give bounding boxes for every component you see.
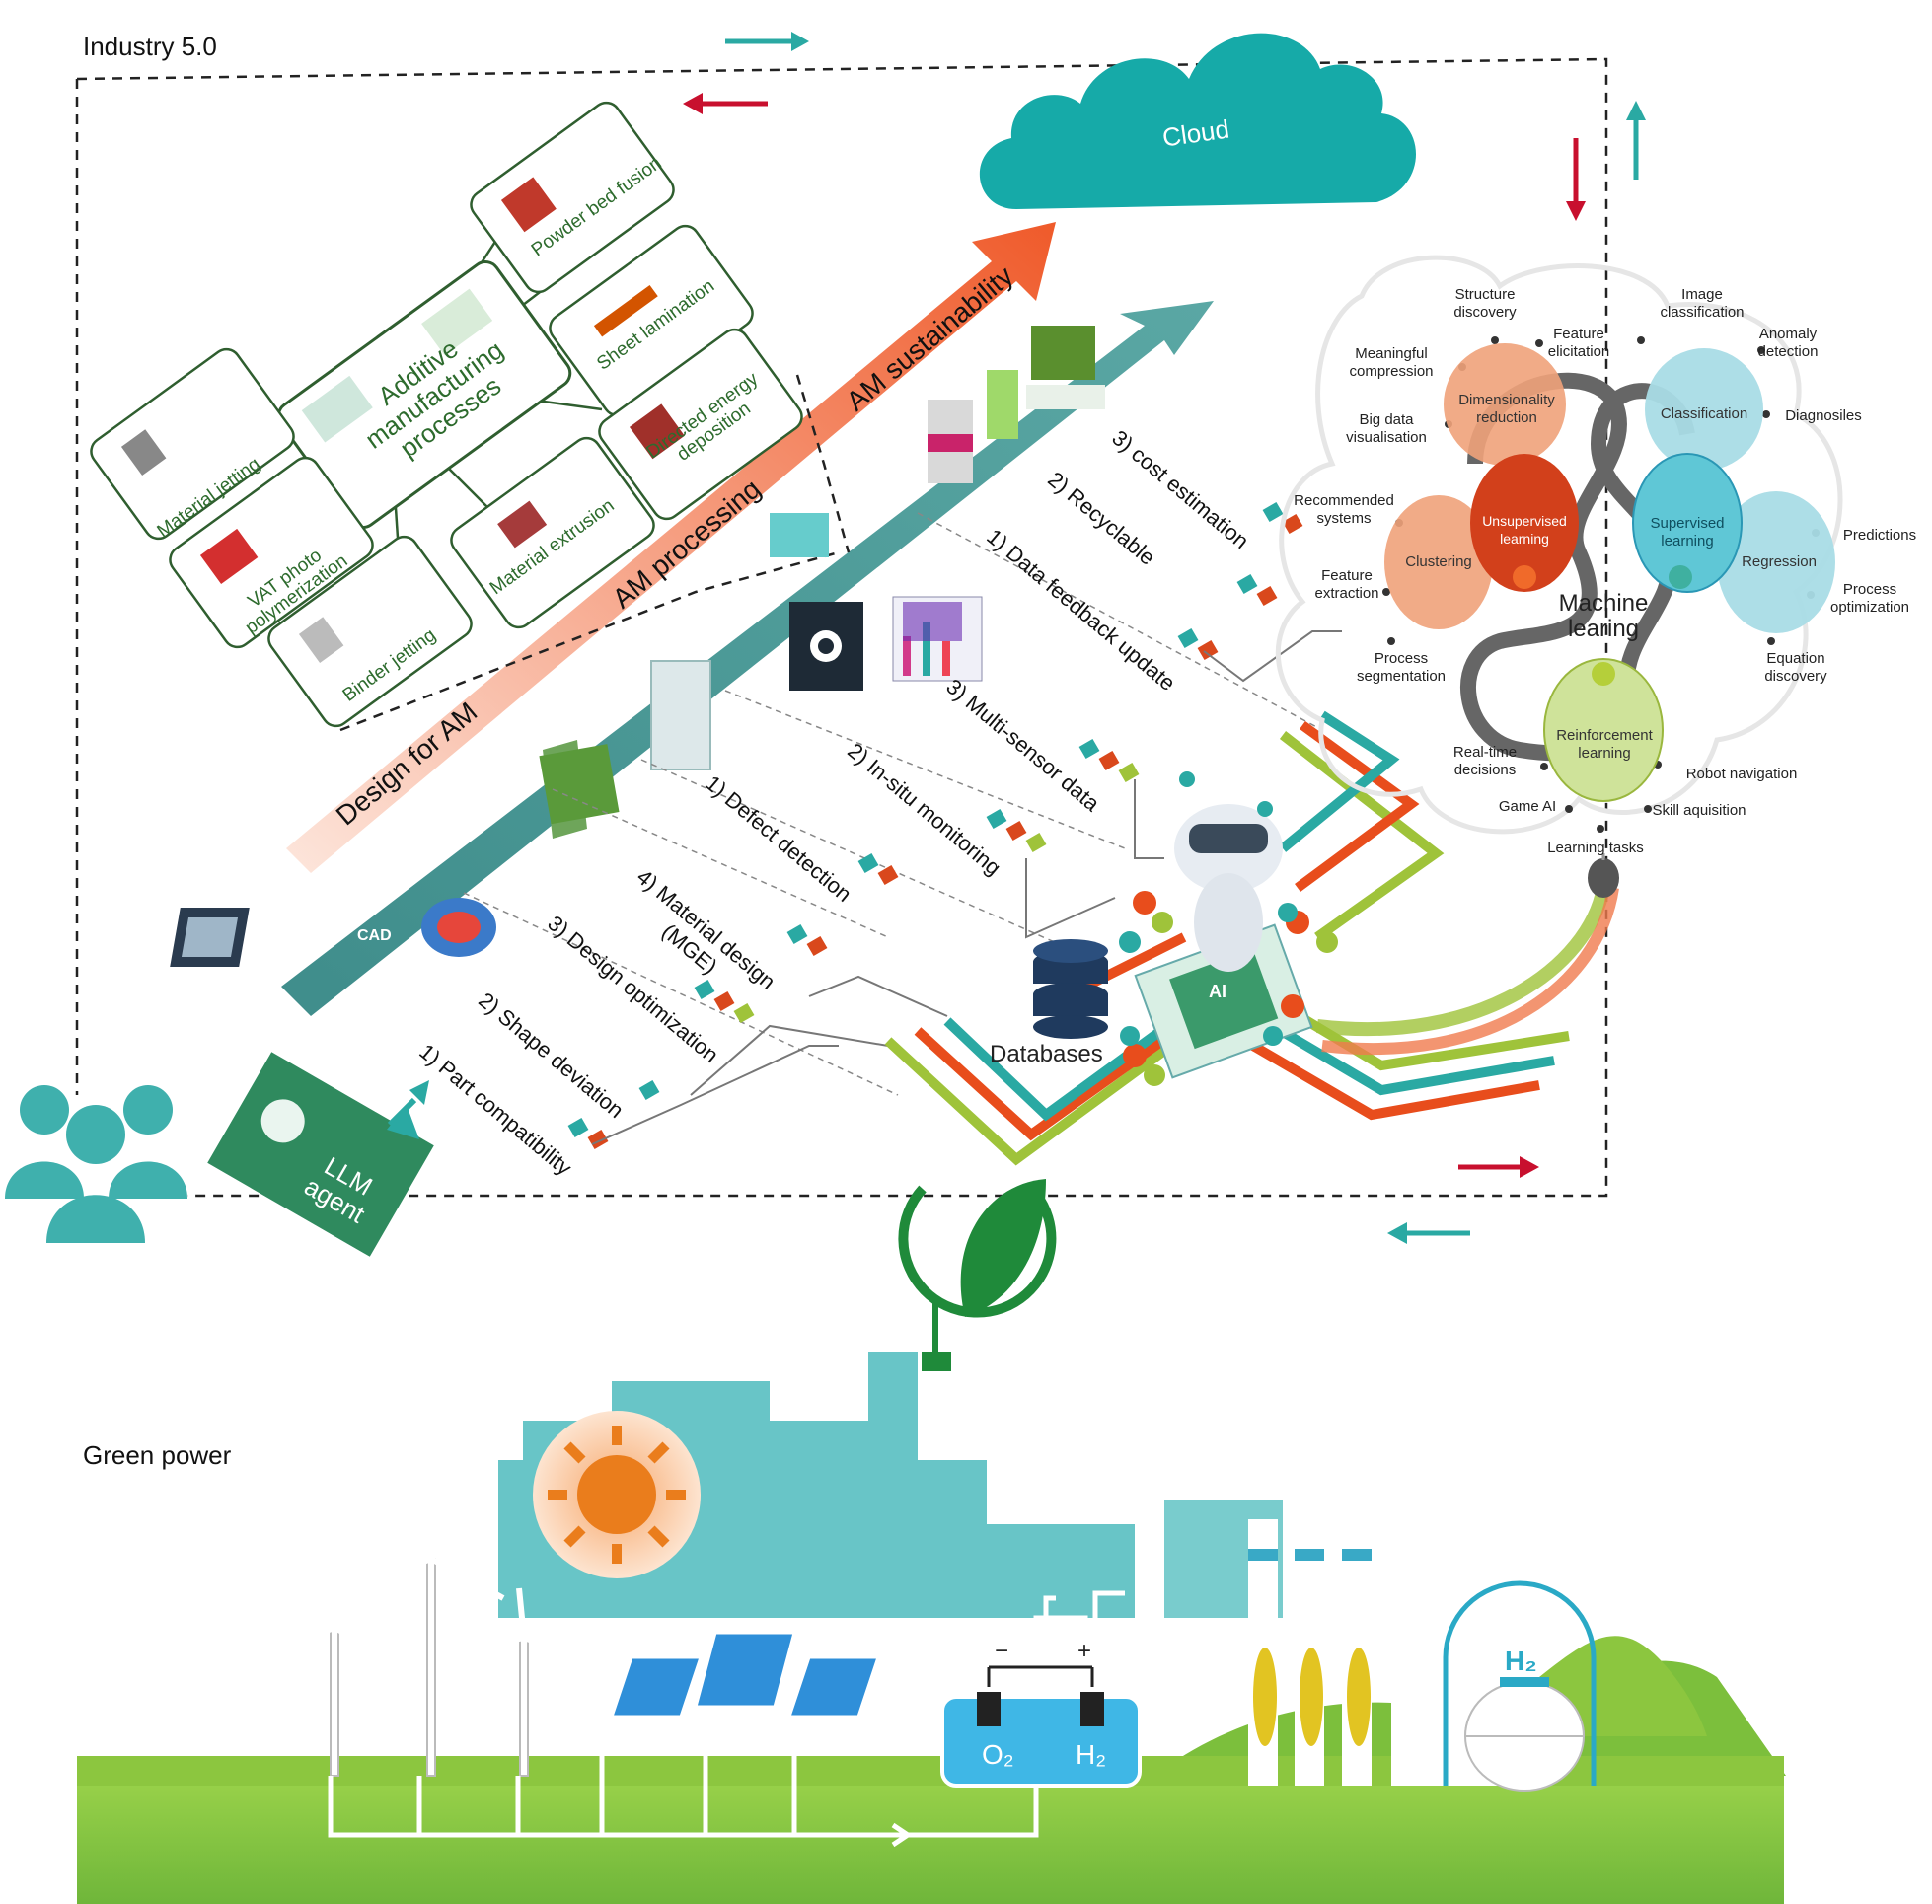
o2-label: O₂ <box>982 1739 1014 1770</box>
conveyor-arrow-teal <box>281 301 1214 1016</box>
cloud-shape <box>979 33 1416 209</box>
users-icon <box>5 1085 187 1243</box>
bubble-supervised <box>1632 453 1743 593</box>
box-material-extrusion <box>450 436 655 629</box>
plus-label: + <box>1077 1638 1092 1664</box>
ml-task: Real-time decisions <box>1452 744 1518 778</box>
ml-regression-label: Regression <box>1742 553 1817 570</box>
ml-task: Skill aquisition <box>1652 802 1746 819</box>
box-vat-photo <box>169 456 374 649</box>
databases-icon <box>1033 939 1108 1039</box>
ml-task: Meaningful compression <box>1349 345 1434 380</box>
ml-task: Predictions <box>1842 527 1917 544</box>
box-binder-jetting <box>267 535 473 728</box>
cad-label: CAD <box>357 927 392 944</box>
ml-task: Robot navigation <box>1685 766 1798 782</box>
llm-agent-card <box>207 1052 434 1257</box>
databases-label: Databases <box>990 1041 1103 1067</box>
box-directed-energy <box>598 328 803 521</box>
ml-task: Feature elicitation <box>1547 326 1610 360</box>
green-energy-icon <box>898 1179 1057 1371</box>
bubble-classification <box>1645 348 1763 471</box>
h2-tank-label: H₂ <box>1505 1646 1537 1676</box>
box-sheet-lamination <box>549 224 754 417</box>
ml-supervised-label: Supervised learning <box>1650 515 1725 549</box>
bubble-regression <box>1717 491 1835 633</box>
industry-title: Industry 5.0 <box>83 32 217 61</box>
ml-title: Machine learing <box>1558 590 1649 642</box>
ml-path <box>1460 372 1695 762</box>
ml-classification-label: Classification <box>1660 405 1748 422</box>
ml-clustering-label: Clustering <box>1405 553 1472 570</box>
ml-task: Equation discovery <box>1764 650 1827 685</box>
green-power-scene <box>77 1352 1786 1904</box>
industry-boundary <box>76 57 1608 1198</box>
h2-label: H₂ <box>1076 1739 1107 1770</box>
ml-task: Process optimization <box>1829 581 1910 616</box>
ml-task: Big data visualisation <box>1346 411 1427 446</box>
ai-chip-label: AI <box>1209 982 1226 1001</box>
bubble-clustering <box>1384 495 1493 629</box>
ml-task: Image classification <box>1660 286 1745 321</box>
box-powder-bed-fusion <box>470 101 675 294</box>
ml-task: Game AI <box>1498 798 1557 815</box>
green-power-title: Green power <box>83 1440 232 1470</box>
ml-task: Structure discovery <box>1453 286 1517 321</box>
ml-dimensionality-label: Dimensionality reduction <box>1458 392 1555 426</box>
ml-task: Diagnosiles <box>1785 407 1862 424</box>
stage-arrow-orange <box>286 222 1056 873</box>
ml-brain <box>1275 255 1843 835</box>
box-material-jetting <box>90 347 295 541</box>
ml-unsupervised-label: Unsupervised learning <box>1482 513 1567 547</box>
ml-task: Feature extraction <box>1314 567 1379 602</box>
tag-squares <box>567 501 1303 1150</box>
circuit-nodes <box>1119 891 1338 1086</box>
minus-label: − <box>995 1638 1009 1664</box>
ml-task: Anomaly detection <box>1757 326 1819 360</box>
ml-reinforcement-label: Reinforcement learning <box>1556 727 1653 762</box>
conveyor-items <box>170 326 1105 967</box>
ml-learning-tasks: Learning tasks <box>1547 840 1644 856</box>
bubble-dimensionality <box>1444 343 1566 466</box>
ml-task: Process segmentation <box>1356 650 1447 685</box>
robot <box>1174 771 1283 972</box>
bubble-unsupervised <box>1470 454 1579 592</box>
ml-task: Recommended systems <box>1294 492 1394 527</box>
bubble-reinforcement <box>1543 658 1664 802</box>
flow-arrows <box>683 32 1646 1244</box>
